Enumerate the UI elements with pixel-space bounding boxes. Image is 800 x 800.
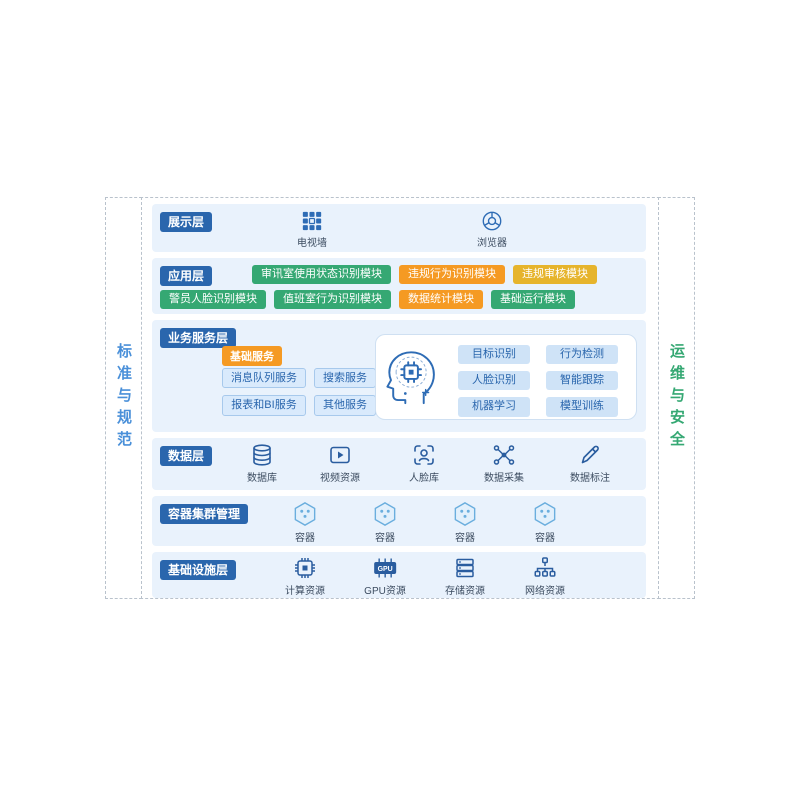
video-resource-label: 视频资源 bbox=[320, 473, 360, 484]
container-hexagon-icon bbox=[534, 502, 556, 526]
capability-chip: 模型训练 bbox=[546, 397, 618, 417]
container-label: 容器 bbox=[455, 533, 475, 544]
database-label: 数据库 bbox=[247, 473, 277, 484]
layer-label-business: 业务服务层 bbox=[160, 328, 237, 349]
tv-wall-icon bbox=[302, 211, 322, 231]
module-chip: 审讯室使用状态识别模块 bbox=[252, 265, 391, 285]
left-standards-strip: 标准与规范 bbox=[105, 197, 142, 599]
application-modules-row2: 警员人脸识别模块 值班室行为识别模块 数据统计模块 基础运行模块 bbox=[160, 290, 575, 310]
module-chip: 数据统计模块 bbox=[399, 290, 483, 310]
container-item: 容器 bbox=[452, 501, 478, 544]
container-hexagon-icon bbox=[454, 502, 476, 526]
container-label: 容器 bbox=[535, 533, 555, 544]
service-chip: 消息队列服务 bbox=[222, 368, 306, 389]
module-chip: 警员人脸识别模块 bbox=[160, 290, 266, 310]
container-label: 容器 bbox=[295, 533, 315, 544]
network-resource-item: 网络资源 bbox=[525, 556, 565, 597]
browser-icon bbox=[482, 211, 502, 231]
database-icon bbox=[253, 444, 271, 466]
container-item: 容器 bbox=[372, 501, 398, 544]
capability-chip: 行为检测 bbox=[546, 345, 618, 365]
basic-services-grid: 消息队列服务 搜索服务 报表和BI服务 其他服务 bbox=[222, 368, 376, 416]
data-collect-icon bbox=[493, 445, 515, 465]
module-chip: 基础运行模块 bbox=[491, 290, 575, 310]
ops-security-label: 运维与安全 bbox=[668, 343, 685, 453]
capability-chip: 机器学习 bbox=[458, 397, 530, 417]
head-ai-icon bbox=[386, 351, 435, 405]
storage-icon bbox=[456, 558, 474, 578]
module-chip: 违规行为识别模块 bbox=[399, 265, 505, 285]
layer-container-cluster: 容器集群管理 容器 容器 容器 bbox=[152, 496, 646, 546]
data-annotate-icon bbox=[581, 445, 599, 464]
browser-item: 浏览器 bbox=[477, 210, 507, 249]
layer-presentation: 展示层 电视墙 浏览器 bbox=[152, 204, 646, 252]
compute-resource-label: 计算资源 bbox=[285, 586, 325, 597]
container-label: 容器 bbox=[375, 533, 395, 544]
network-resource-label: 网络资源 bbox=[525, 586, 565, 597]
video-resource-item: 视频资源 bbox=[320, 443, 360, 484]
cpu-icon bbox=[295, 558, 315, 578]
service-chip: 搜索服务 bbox=[314, 368, 376, 389]
application-modules-row1: 审讯室使用状态识别模块 违规行为识别模块 违规审核模块 bbox=[252, 265, 597, 285]
ai-capabilities-panel: 目标识别 行为检测 人脸识别 智能跟踪 机器学习 模型训练 bbox=[375, 334, 637, 420]
container-hexagon-icon bbox=[374, 502, 396, 526]
container-hexagon-icon bbox=[294, 502, 316, 526]
face-library-icon bbox=[414, 445, 434, 465]
ai-capabilities-grid: 目标识别 行为检测 人脸识别 智能跟踪 机器学习 模型训练 bbox=[458, 345, 618, 417]
data-collect-item: 数据采集 bbox=[484, 443, 524, 484]
tv-wall-item: 电视墙 bbox=[297, 210, 327, 249]
module-chip: 值班室行为识别模块 bbox=[274, 290, 391, 310]
face-library-label: 人脸库 bbox=[409, 473, 439, 484]
layer-infrastructure: 基础设施层 计算资源 GPU GPU资源 bbox=[152, 552, 646, 598]
tv-wall-label: 电视墙 bbox=[297, 238, 327, 249]
capability-chip: 智能跟踪 bbox=[546, 371, 618, 391]
data-collect-label: 数据采集 bbox=[484, 473, 524, 484]
browser-label: 浏览器 bbox=[477, 238, 507, 249]
compute-resource-item: 计算资源 bbox=[285, 556, 325, 597]
data-annotate-label: 数据标注 bbox=[570, 473, 610, 484]
module-chip: 违规审核模块 bbox=[513, 265, 597, 285]
storage-resource-item: 存储资源 bbox=[445, 556, 485, 597]
gpu-icon: GPU bbox=[373, 558, 396, 578]
gpu-icon-text: GPU bbox=[377, 566, 392, 573]
layer-label-application: 应用层 bbox=[160, 266, 213, 287]
right-ops-security-strip: 运维与安全 bbox=[658, 197, 695, 599]
container-item: 容器 bbox=[532, 501, 558, 544]
layer-label-infrastructure: 基础设施层 bbox=[160, 560, 237, 581]
network-icon bbox=[534, 557, 556, 577]
capability-chip: 目标识别 bbox=[458, 345, 530, 365]
basic-services-label: 基础服务 bbox=[222, 346, 282, 366]
data-annotate-item: 数据标注 bbox=[570, 443, 610, 484]
capability-chip: 人脸识别 bbox=[458, 371, 530, 391]
layer-data: 数据层 数据库 视频资源 bbox=[152, 438, 646, 490]
layer-label-container: 容器集群管理 bbox=[160, 504, 249, 525]
standards-label: 标准与规范 bbox=[115, 343, 132, 453]
layer-label-data: 数据层 bbox=[160, 446, 213, 467]
gpu-resource-label: GPU资源 bbox=[364, 586, 406, 597]
head-ai-item bbox=[384, 346, 446, 413]
storage-resource-label: 存储资源 bbox=[445, 586, 485, 597]
layer-application: 应用层 审讯室使用状态识别模块 违规行为识别模块 违规审核模块 警员人脸识别模块… bbox=[152, 258, 646, 314]
layer-business-services: 业务服务层 基础服务 消息队列服务 搜索服务 报表和BI服务 其他服务 bbox=[152, 320, 646, 432]
service-chip: 其他服务 bbox=[314, 395, 376, 416]
service-chip: 报表和BI服务 bbox=[222, 395, 306, 416]
gpu-resource-item: GPU GPU资源 bbox=[364, 556, 406, 597]
video-resource-icon bbox=[330, 446, 350, 464]
layer-label-presentation: 展示层 bbox=[160, 212, 213, 233]
face-library-item: 人脸库 bbox=[409, 443, 439, 484]
database-item: 数据库 bbox=[247, 443, 277, 484]
container-item: 容器 bbox=[292, 501, 318, 544]
